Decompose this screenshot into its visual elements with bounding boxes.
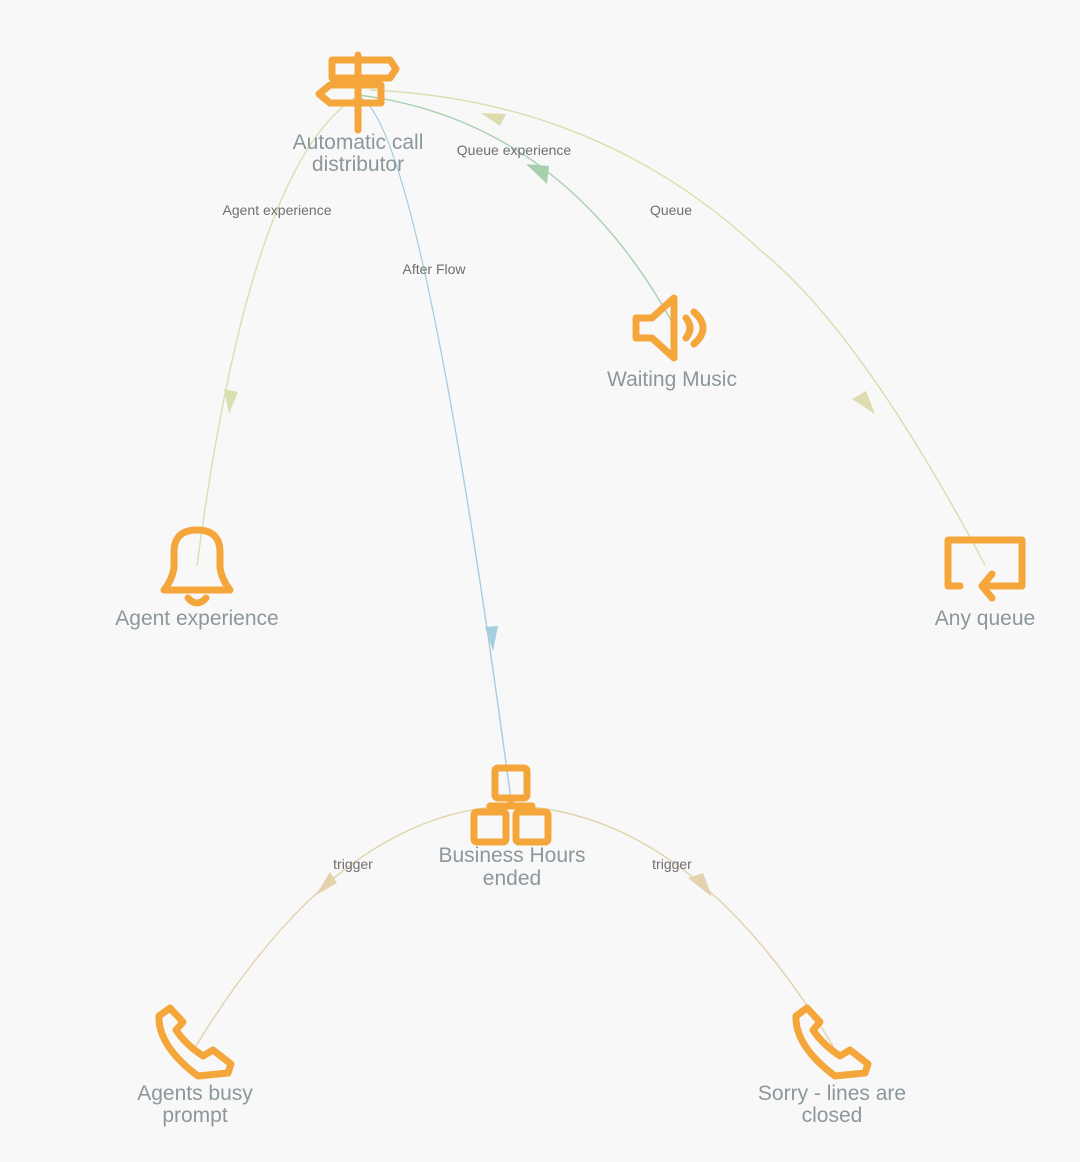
edge-trigger-left[interactable]	[195, 805, 512, 1047]
edge-queue[interactable]	[369, 89, 986, 566]
arrowhead	[485, 626, 498, 651]
node-label-line-2: closed	[802, 1104, 863, 1127]
signpost-icon	[315, 51, 400, 134]
phone-icon	[792, 1004, 872, 1080]
node-label-line-1: Any queue	[935, 607, 1035, 630]
hierarchy-icon	[470, 764, 552, 846]
node-label-line-1: Agents busy	[137, 1082, 253, 1105]
node-label-line-2: distributor	[312, 153, 404, 176]
bell-icon	[160, 526, 234, 607]
arrowhead	[688, 873, 712, 897]
edge-line	[196, 95, 359, 567]
node-automatic-call-distributor[interactable]: Automatic call distributor	[293, 51, 424, 176]
node-label-line-2: ended	[483, 867, 541, 890]
edge-label-queue-experience: Queue experience	[457, 142, 572, 158]
arrowhead	[852, 391, 875, 414]
node-label-line-1: Business Hours	[438, 844, 585, 867]
speaker-icon	[632, 294, 707, 362]
node-agent-experience[interactable]: Agent experience	[115, 526, 279, 630]
edge-line	[510, 805, 834, 1047]
edge-line	[369, 89, 986, 566]
edge-trigger-right[interactable]	[510, 805, 834, 1047]
arrowhead	[481, 113, 506, 126]
node-waiting-music[interactable]: Waiting Music	[607, 294, 737, 391]
phone-icon	[155, 1004, 235, 1080]
node-any-queue[interactable]: Any queue	[935, 536, 1035, 630]
edge-label-queue: Queue	[650, 202, 692, 218]
arrowhead	[224, 389, 238, 414]
node-label-line-1: Waiting Music	[607, 368, 737, 391]
edge-line	[357, 95, 512, 801]
arrowhead	[316, 872, 337, 895]
arrowhead	[526, 164, 549, 184]
edge-label-trigger-right: trigger	[652, 856, 692, 872]
node-sorry-lines-closed[interactable]: Sorry - lines are closed	[758, 1004, 906, 1127]
node-label-line-1: Sorry - lines are	[758, 1082, 906, 1105]
edge-queue-experience[interactable]	[357, 94, 673, 323]
edge-line	[357, 94, 673, 323]
edge-label-trigger-left: trigger	[333, 856, 373, 872]
node-label-line-1: Automatic call	[293, 131, 424, 154]
node-label-line-1: Agent experience	[115, 607, 278, 630]
node-label-line-2: prompt	[162, 1104, 228, 1127]
edge-line	[195, 805, 512, 1047]
queue-return-icon	[944, 536, 1026, 602]
node-business-hours-ended[interactable]: Business Hours ended	[438, 764, 586, 890]
edge-label-agent-experience: Agent experience	[223, 202, 332, 218]
edge-label-after-flow: After Flow	[402, 261, 466, 277]
edge-after-flow[interactable]	[357, 95, 512, 801]
node-agents-busy-prompt[interactable]: Agents busy prompt	[137, 1004, 253, 1127]
edge-agent-experience[interactable]	[196, 95, 359, 567]
